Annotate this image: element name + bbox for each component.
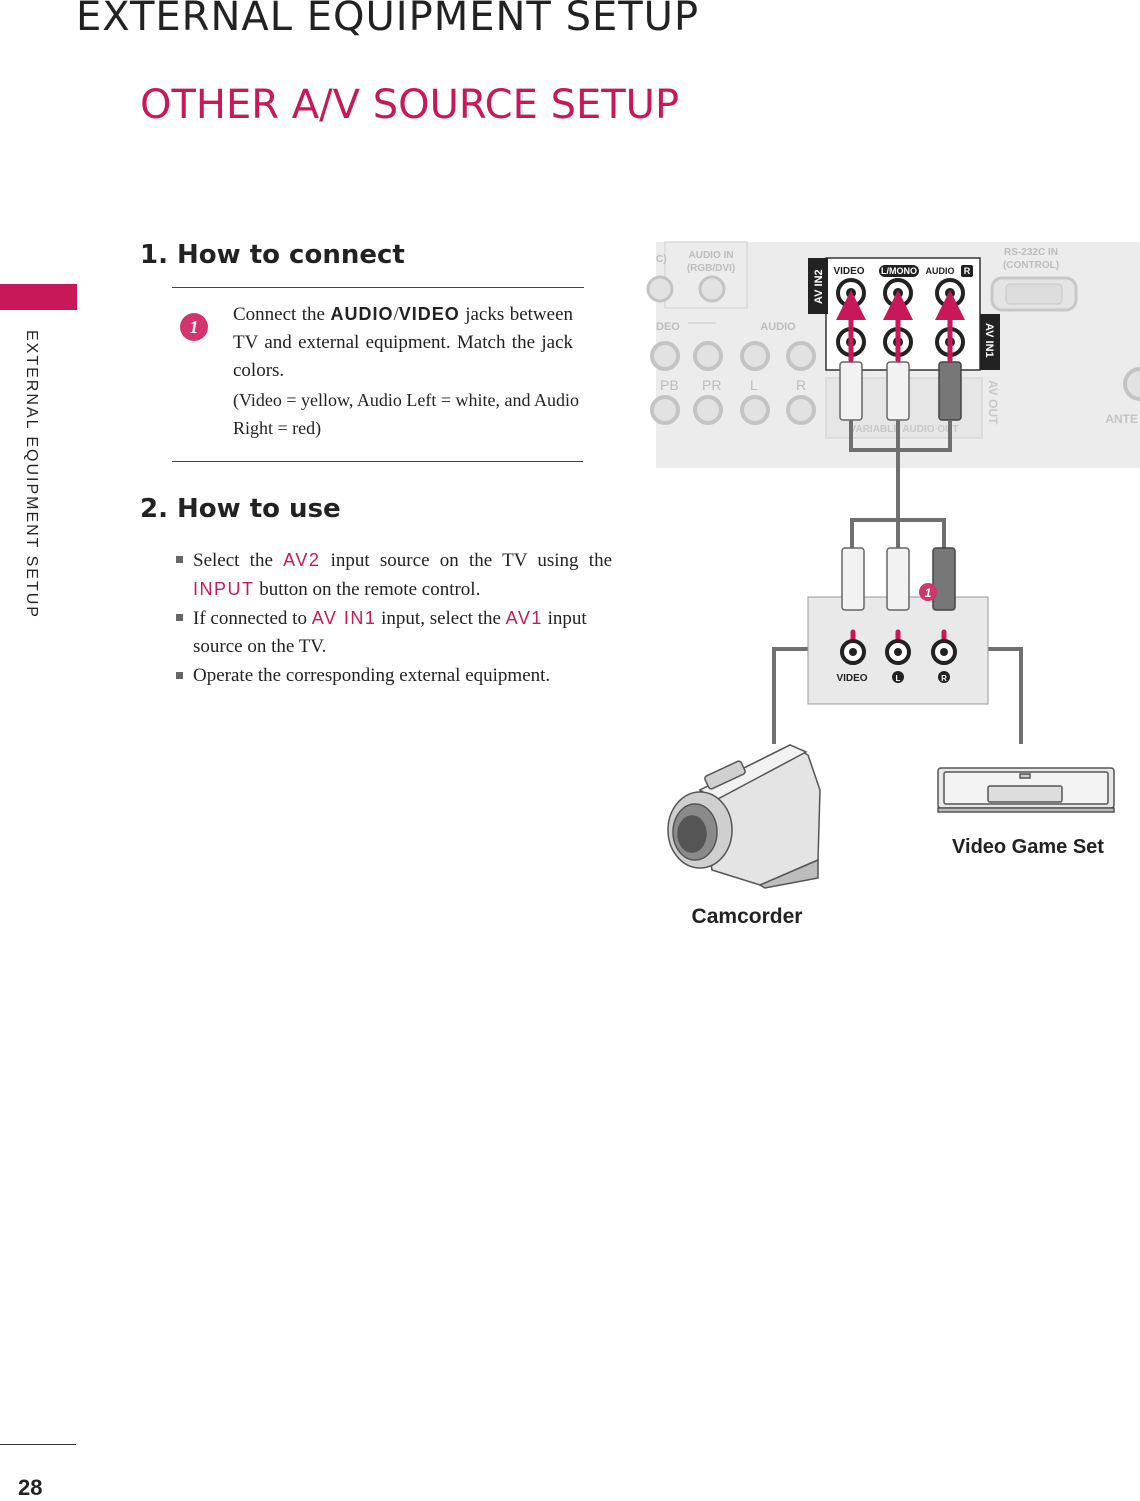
divider [172, 461, 583, 462]
camcorder-label: Camcorder [692, 905, 803, 928]
av-in2-tab [808, 258, 828, 314]
bullet-text: input source on the TV using the [320, 550, 613, 571]
panel-label: VARIABLE AUDIO OUT [850, 424, 959, 435]
jack-label-audio: AUDIO [926, 266, 955, 276]
arrows-to-tv [836, 290, 965, 363]
video-game-set-icon [937, 767, 1115, 813]
callout-badge [919, 583, 937, 601]
camcorder-icon [667, 744, 821, 889]
bullet-text: button on the remote control. [254, 579, 481, 600]
divider [172, 287, 584, 288]
page-header: EXTERNAL EQUIPMENT SETUP [76, 0, 700, 40]
panel-label: (CONTROL) [1003, 260, 1059, 271]
av-in1-tab [980, 314, 1000, 370]
slash: / [393, 304, 399, 325]
panel-label: PR [702, 377, 721, 393]
panel-label: AUDIO IN [689, 250, 734, 261]
keyword-audio: AUDIO [330, 304, 394, 324]
callout-number: 1 [925, 586, 932, 600]
bullet-text: Select the [193, 550, 284, 571]
av-in2-label: AV IN2 [813, 269, 825, 304]
r-marker [938, 671, 950, 683]
l-marker [892, 671, 904, 683]
color-note: (Video = yellow, Audio Left = white, and… [233, 390, 579, 438]
av-in1-label: AV IN1 [983, 323, 995, 358]
lmono-pill [879, 265, 919, 277]
device-label-l: L [896, 674, 901, 683]
connect-instructions: Connect the AUDIO/VIDEO jacks between TV… [233, 300, 573, 385]
footer-divider [0, 1444, 76, 1445]
panel-label: AUDIO [760, 321, 796, 333]
side-tab-marker [0, 284, 77, 310]
rs232-socket [1005, 283, 1063, 305]
bullet-icon [176, 614, 183, 621]
connect-text-rest: jacks between TV and external equipment.… [233, 304, 574, 381]
panel-label: L [750, 377, 758, 393]
section-heading-use: 2. How to use [140, 494, 341, 524]
device-plugs [841, 547, 956, 611]
panel-label: ANTE [1105, 412, 1138, 426]
panel-label: AV OUT [986, 380, 1000, 425]
list-item: Operate the corresponding external equip… [176, 662, 612, 690]
rgb-audio-group [664, 241, 748, 309]
list-item: Select the AV2 input source on the TV us… [176, 546, 612, 604]
jack-label-video: VIDEO [833, 266, 864, 277]
bullet-icon [176, 556, 183, 563]
step-number-badge: 1 [180, 313, 208, 341]
keyword-input: INPUT [193, 579, 255, 599]
video-game-set-label: Video Game Set [952, 836, 1104, 858]
page-title: OTHER A/V SOURCE SETUP [140, 82, 680, 128]
bullet-text: If connected to [193, 608, 312, 629]
panel-label: R [796, 377, 806, 393]
device-jacks [840, 639, 957, 665]
av-cable [772, 420, 1023, 744]
audio-in-jack [698, 275, 726, 303]
connect-text: Connect the [233, 304, 331, 325]
keyword-av-in1: AV IN1 [311, 608, 377, 628]
device-label-video: VIDEO [836, 673, 867, 684]
device-label-r: R [941, 674, 947, 683]
keyword-video: VIDEO [398, 304, 460, 324]
bullet-text: input, select the [376, 608, 506, 629]
jack [646, 275, 674, 303]
bullet-text: input source on the TV. [193, 608, 587, 657]
list-item: If connected to AV IN1 input, select the… [176, 604, 612, 661]
section-heading-connect: 1. How to connect [140, 240, 405, 270]
page-number: 28 [18, 1475, 43, 1500]
r-box [961, 265, 973, 277]
jack-label-lmono: L/MONO [881, 266, 917, 276]
panel-label: C) [656, 254, 667, 265]
component-jacks [650, 341, 1140, 425]
keyword-av1: AV1 [505, 608, 543, 628]
panel-label: PB [660, 377, 679, 393]
panel-label: DEO [656, 321, 680, 333]
keyword-av2: AV2 [283, 550, 321, 570]
bullet-icon [176, 672, 183, 679]
panel-label: RS-232C IN [1004, 247, 1058, 258]
tv-plugs [839, 361, 962, 421]
bullet-text: Operate the corresponding external equip… [193, 665, 551, 686]
jack-label-r: R [964, 266, 971, 276]
panel-label: (RGB/DVI) [687, 263, 735, 274]
